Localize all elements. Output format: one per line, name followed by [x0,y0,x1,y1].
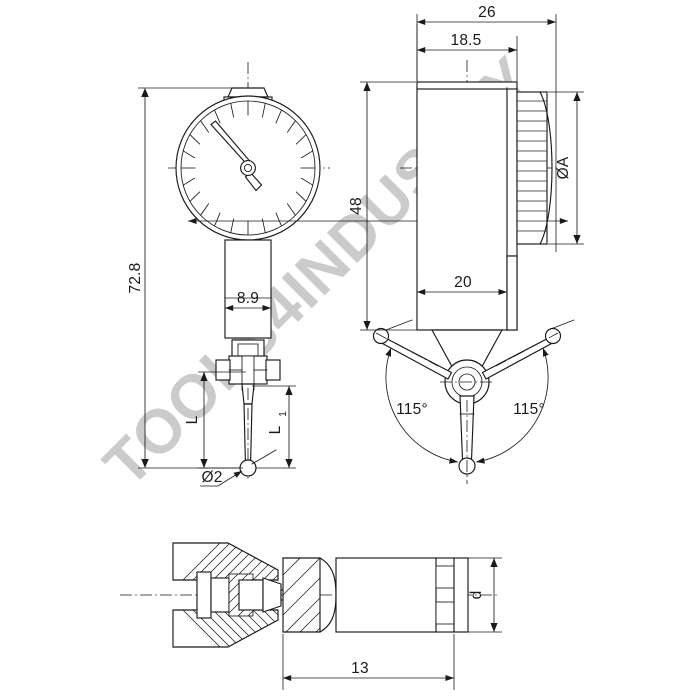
dim-swing-angles: 115° 115° [385,347,549,464]
dim-label-stylus-length-1-sub: 1 [278,411,289,417]
dim-body-height: 48 [348,81,431,331]
knurled-bezel [516,91,553,245]
dim-label-ball-diameter: Ø2 [201,469,222,486]
side-view: 115° 115° 26 18.5 48 [348,4,584,484]
side-body-block [416,81,518,331]
dim-bezel-diameter: ØA [548,91,584,245]
section-wedge-block [282,557,337,633]
dim-label-stem-diameter: d [468,591,485,600]
dim-stem-length: 13 [282,634,455,690]
dim-label-body-height: 48 [348,197,365,215]
front-view: 72.8 8.9 L L 1 [127,62,569,487]
dim-label-bezel-diameter: ØA [555,156,572,179]
dim-lower-width: 20 [416,268,508,300]
dim-label-stylus-length: L [184,415,201,424]
dim-label-stem-width: 8.9 [237,290,259,307]
dim-label-angle-left: 115° [396,401,428,418]
dim-label-body-depth: 18.5 [451,32,482,49]
section-mounting-stem [335,557,469,633]
dim-stylus-length-L: L [184,371,246,469]
dim-body-depth: 18.5 [416,24,518,86]
needle-hub-inner [243,163,253,173]
dim-label-overall-height: 72.8 [127,263,144,294]
dim-stem-width: 8.9 [224,290,272,315]
front-stem-body [224,239,272,339]
dim-stem-diameter: d [455,557,502,633]
dial-needle [210,120,263,192]
dim-stylus-length-L1: L 1 [252,385,296,469]
dim-label-stylus-length-1: L [267,425,284,434]
dim-label-stem-length: 13 [351,660,369,677]
dim-label-angle-right: 115° [513,401,545,418]
dim-ball-diameter: Ø2 [200,469,243,487]
section-view: 13 d [120,542,502,690]
dim-label-lower-width: 20 [454,274,472,291]
dim-label-overall-depth: 26 [478,4,496,21]
